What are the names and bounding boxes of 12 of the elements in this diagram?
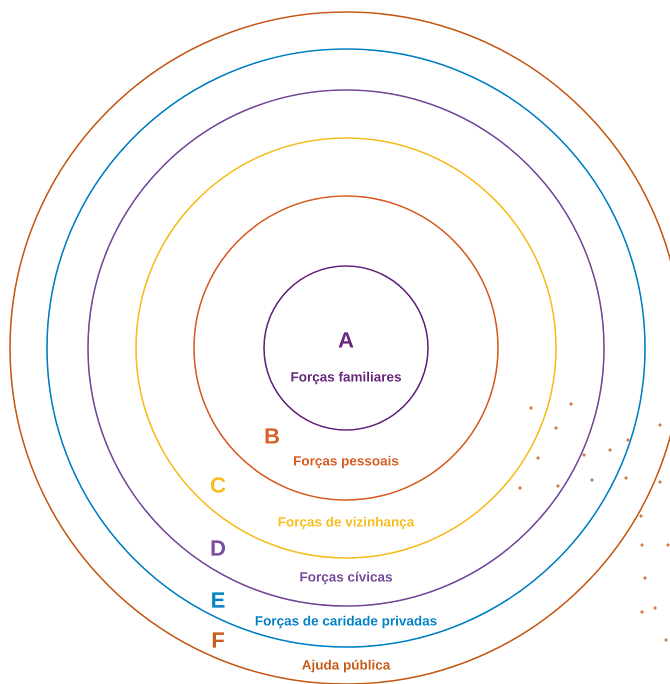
ring-label: Ajuda pública [302,660,390,672]
ring-letter: A [338,332,354,348]
ring-letter: C [210,477,226,493]
ring-letter: F [212,632,224,648]
ring-label: Forças de vizinhança [278,516,414,530]
ring-letter: D [212,540,226,556]
ring-label: Forças familiares [291,372,401,384]
ring-letter: E [212,592,224,608]
ring-label: Forças pessoais [294,456,398,468]
ring-letter: B [266,428,279,444]
ring-label: Forças de caridade privadas [256,616,437,628]
ring-label: Forças cívicas [300,572,392,584]
